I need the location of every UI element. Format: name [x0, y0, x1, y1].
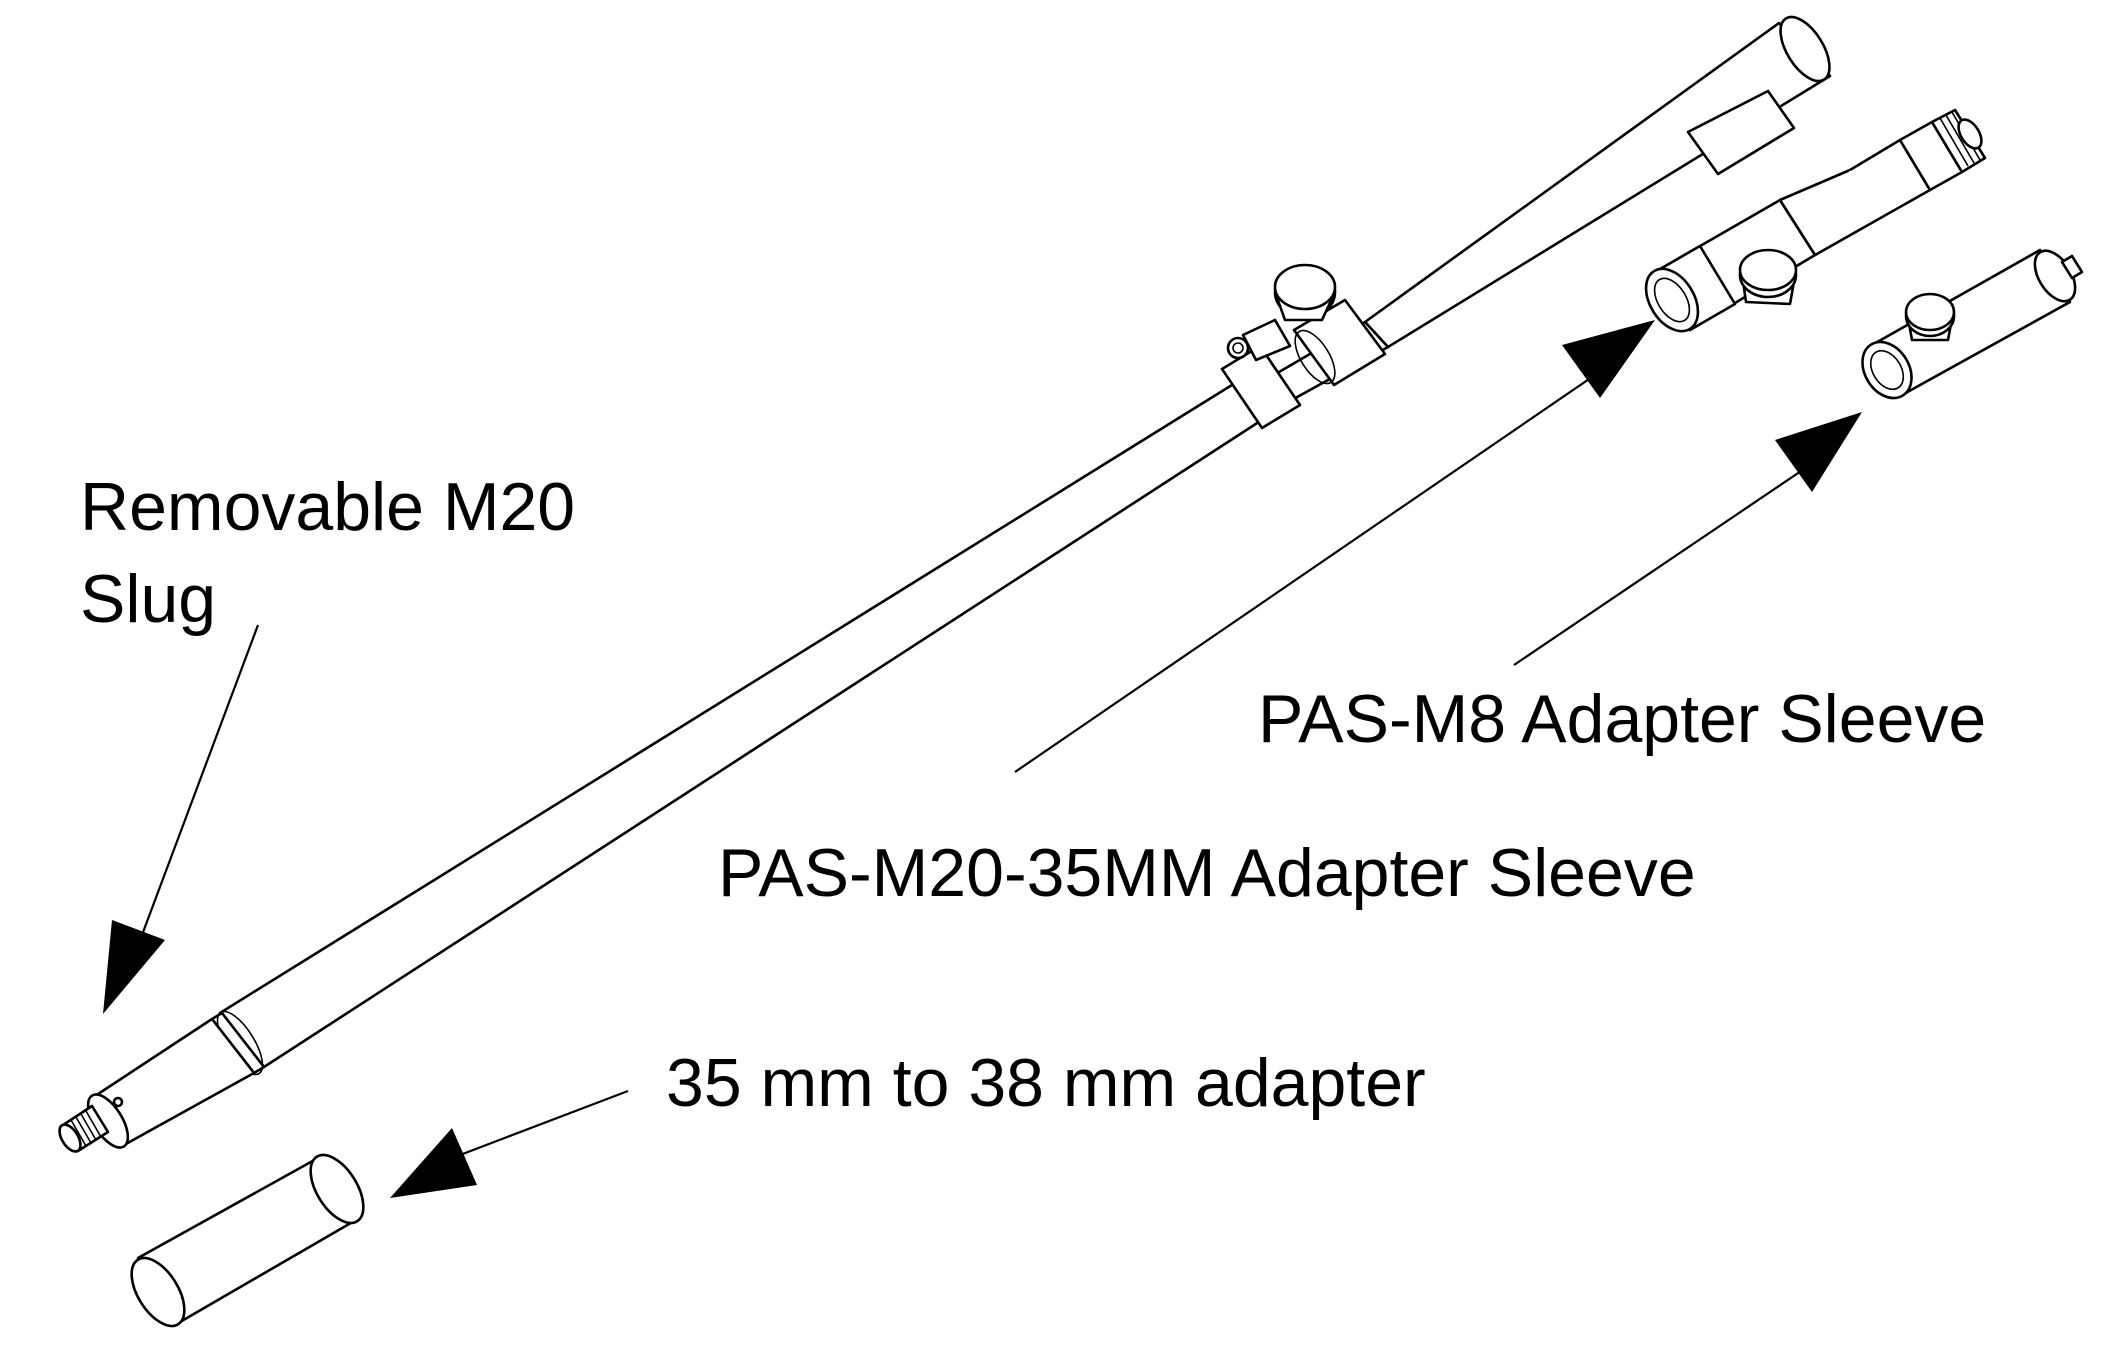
m20-arrowhead	[1562, 320, 1655, 398]
slug-leader	[103, 624, 260, 1014]
m8-adapter-sleeve	[1861, 248, 2084, 400]
m20-sleeve-leader	[1014, 320, 1655, 773]
pole-end-cap	[1779, 15, 1831, 83]
slug-thread	[58, 1104, 110, 1153]
slug-label: Removable M20 Slug	[80, 462, 575, 646]
pole-clamp-knob	[1226, 263, 1337, 362]
tube-adapter-35-38	[130, 1153, 365, 1328]
slug-arrowhead	[103, 920, 165, 1014]
adapter-arrowhead	[390, 1128, 477, 1198]
slug-label-line-2: Slug	[80, 560, 217, 637]
adapter-label: 35 mm to 38 mm adapter	[666, 1045, 1426, 1121]
pole	[58, 15, 1832, 1153]
m8-sleeve-label: PAS-M8 Adapter Sleeve	[1258, 681, 1987, 757]
m8-sleeve-leader	[1513, 412, 1862, 666]
adapter-leader	[390, 1089, 629, 1198]
m8-arrowhead	[1775, 412, 1862, 492]
m20-adapter-sleeve	[1644, 89, 1987, 333]
slug-label-line-1: Removable M20	[80, 469, 576, 545]
collar-lower	[1220, 344, 1302, 430]
m20-sleeve-label: PAS-M20-35MM Adapter Sleeve	[718, 835, 1696, 911]
